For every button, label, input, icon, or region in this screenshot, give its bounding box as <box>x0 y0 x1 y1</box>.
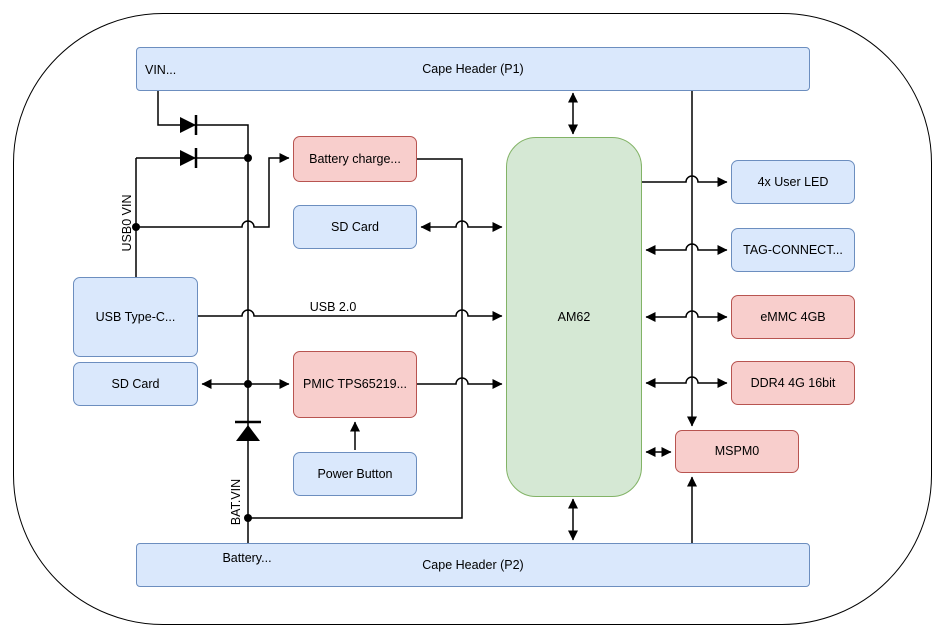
node-sd-card-top: SD Card <box>293 205 417 249</box>
board-outline <box>13 13 932 625</box>
node-tag-connect: TAG-CONNECT... <box>731 228 855 272</box>
label-bat-vin: BAT.VIN <box>229 478 243 526</box>
node-mspm0: MSPM0 <box>675 430 799 473</box>
node-emmc: eMMC 4GB <box>731 295 855 339</box>
node-am62: AM62 <box>506 137 642 497</box>
label-usb0-vin: USB0 VIN <box>120 194 134 252</box>
node-ddr4: DDR4 4G 16bit <box>731 361 855 405</box>
node-pmic: PMIC TPS65219... <box>293 351 417 418</box>
node-battery-charger: Battery charge... <box>293 136 417 182</box>
node-cape-header-p1: Cape Header (P1) <box>136 47 810 91</box>
node-user-led: 4x User LED <box>731 160 855 204</box>
node-cape-header-p2: Cape Header (P2) <box>136 543 810 587</box>
label-usb2: USB 2.0 <box>309 300 357 314</box>
label-battery: Battery... <box>222 551 272 565</box>
node-power-button: Power Button <box>293 452 417 496</box>
node-usb-type-c: USB Type-C... <box>73 277 198 357</box>
node-sd-card-left: SD Card <box>73 362 198 406</box>
label-vin: VIN... <box>145 63 177 77</box>
